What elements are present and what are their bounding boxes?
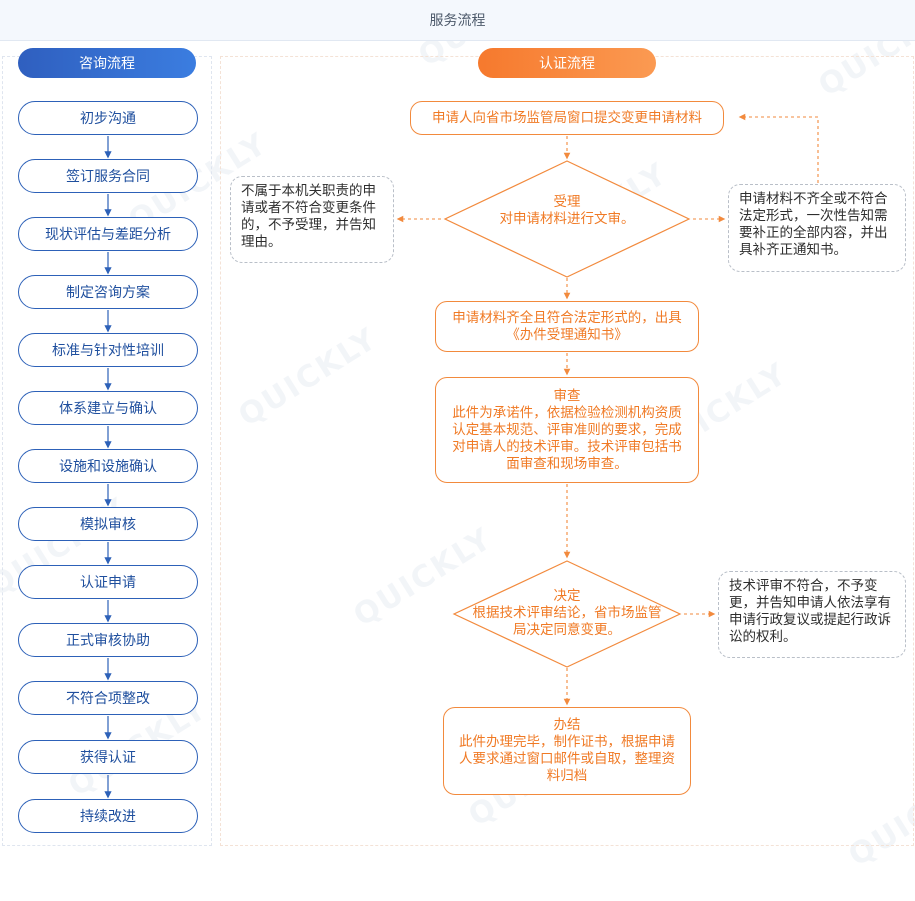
- finish-body: 此件办理完毕，制作证书，根据申请人要求通过窗口邮件或自取，整理资料归档: [459, 734, 675, 784]
- finish-box: 办结 此件办理完毕，制作证书，根据申请人要求通过窗口邮件或自取，整理资料归档: [443, 707, 691, 795]
- decision-diamond: [452, 560, 682, 668]
- submit-text: 申请人向省市场监管局窗口提交变更申请材料: [432, 109, 702, 126]
- page-title: 服务流程: [0, 0, 915, 41]
- consult-step[interactable]: 持续改进: [18, 799, 198, 833]
- decision-title: 决定: [553, 588, 581, 604]
- finish-title: 办结: [553, 717, 581, 733]
- consult-step[interactable]: 现状评估与差距分析: [18, 217, 198, 251]
- consult-step[interactable]: 模拟审核: [18, 507, 198, 541]
- consult-step[interactable]: 认证申请: [18, 565, 198, 599]
- consult-step[interactable]: 制定咨询方案: [18, 275, 198, 309]
- decision-text: 决定 根据技术评审结论，省市场监管局决定同意变更。: [467, 588, 667, 639]
- consult-title: 咨询流程: [18, 48, 196, 78]
- consult-step[interactable]: 不符合项整改: [18, 681, 198, 715]
- deny-note: 技术评审不符合，不予变更，并告知申请人依法享有申请行政复议或提起行政诉讼的权利。: [718, 571, 906, 658]
- review-box: 审查 此件为承诺件，依据检验检测机构资质认定基本规范、评审准则的要求，完成对申请…: [435, 377, 699, 483]
- review-title: 审查: [553, 387, 581, 404]
- consult-step[interactable]: 正式审核协助: [18, 623, 198, 657]
- complete-box: 申请材料齐全且符合法定形式的，出具《办件受理通知书》: [435, 301, 699, 352]
- consult-step[interactable]: 初步沟通: [18, 101, 198, 135]
- consult-step[interactable]: 签订服务合同: [18, 159, 198, 193]
- supplement-note: 申请材料不齐全或不符合法定形式，一次性告知需要补正的全部内容，并出具补齐正通知书…: [728, 184, 906, 272]
- submit-box: 申请人向省市场监管局窗口提交变更申请材料: [410, 101, 724, 135]
- cert-arrows: [396, 113, 819, 706]
- consult-step[interactable]: 获得认证: [18, 740, 198, 774]
- consult-step[interactable]: 设施和设施确认: [18, 449, 198, 483]
- accept-text: 受理 对申请材料进行文审。: [480, 194, 654, 228]
- reject-note: 不属于本机关职责的申请或者不符合变更条件的，不予受理，并告知理由。: [230, 176, 394, 263]
- review-body: 此件为承诺件，依据检验检测机构资质认定基本规范、评审准则的要求，完成对申请人的技…: [452, 404, 682, 472]
- accept-title: 受理: [553, 194, 581, 210]
- accept-body: 对申请材料进行文审。: [499, 211, 635, 227]
- consult-step[interactable]: 体系建立与确认: [18, 391, 198, 425]
- complete-text: 申请材料齐全且符合法定形式的，出具《办件受理通知书》: [452, 309, 682, 343]
- accept-diamond: [443, 160, 691, 278]
- cert-title: 认证流程: [478, 48, 656, 78]
- consult-step[interactable]: 标准与针对性培训: [18, 333, 198, 367]
- decision-body: 根据技术评审结论，省市场监管局决定同意变更。: [472, 605, 662, 638]
